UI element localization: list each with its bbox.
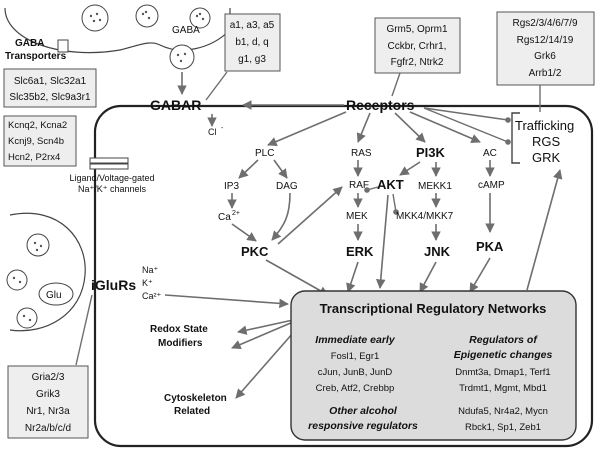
node-ac: AC xyxy=(483,148,497,159)
ion-channel-icon xyxy=(89,157,129,170)
grk-label: GRK xyxy=(532,150,561,165)
immediate-early-genes-2: cJun, JunB, JunD xyxy=(318,367,393,378)
trafficking-label: Trafficking xyxy=(515,118,574,133)
iglur-genes-2: Grik3 xyxy=(36,389,60,400)
channel-genes-1: Kcnq2, Kcna2 xyxy=(8,120,67,131)
node-ras: RAS xyxy=(351,148,372,159)
node-akt: AKT xyxy=(377,177,404,192)
node-mkk4-mkk7: MKK4/MKK7 xyxy=(396,211,454,222)
channel-genes-3: Hcn2, P2rx4 xyxy=(8,152,60,163)
node-jnk: JNK xyxy=(424,244,451,259)
other-regulators-title-1: Other alcohol xyxy=(329,405,398,417)
immediate-early-title: Immediate early xyxy=(315,334,396,346)
node-mekk1: MEKK1 xyxy=(418,181,452,192)
epigenetic-title-2: Epigenetic changes xyxy=(454,349,553,361)
cytoskeleton-label-2: Related xyxy=(174,406,210,417)
epigenetic-title-1: Regulators of xyxy=(469,334,538,346)
node-camp: cAMP xyxy=(478,180,505,191)
trn-box xyxy=(290,290,577,441)
other-regulators-genes-1: Ndufa5, Nr4a2, Mycn xyxy=(458,406,548,417)
node-raf: RAF xyxy=(349,180,369,191)
trafficking-genes-1: Rgs2/3/4/6/7/9 xyxy=(512,18,577,29)
gaba-transporters-title-1: GABA xyxy=(15,38,44,49)
other-regulators-title-2: responsive regulators xyxy=(308,420,418,432)
redox-label-1: Redox State xyxy=(150,324,208,335)
cl-ion-label: Cl xyxy=(208,127,217,137)
node-pi3k: PI3K xyxy=(416,145,446,160)
immediate-early-genes-3: Creb, Atf2, Crebbp xyxy=(316,383,395,394)
trn-title: Transcriptional Regulatory Networks xyxy=(320,301,547,316)
glutamate-presynaptic-terminal xyxy=(6,212,86,332)
gaba-transporter-genes-2: Slc35b2, Slc9a3r1 xyxy=(9,92,91,103)
receptor-gene-box xyxy=(374,17,461,74)
iglur-gene-box xyxy=(7,365,89,439)
node-erk: ERK xyxy=(346,244,374,259)
gabar-label: GABAR xyxy=(150,97,201,113)
rgs-label: RGS xyxy=(532,134,561,149)
node-ca-charge: 2+ xyxy=(232,210,240,217)
receptor-genes-3: Fgfr2, Ntrk2 xyxy=(391,57,444,68)
other-regulators-genes-2: Rbck1, Sp1, Zeb1 xyxy=(465,422,541,433)
iglur-label: iGluRs xyxy=(91,277,136,293)
trafficking-genes-3: Grk6 xyxy=(534,51,556,62)
postsynaptic-cell-membrane xyxy=(93,104,594,448)
node-ca: Ca xyxy=(218,212,231,223)
gabar-subunits-3: g1, g3 xyxy=(238,54,266,65)
channel-gene-box xyxy=(3,115,77,167)
epigenetic-genes-1: Dnmt3a, Dmap1, Terf1 xyxy=(455,367,550,378)
iglur-genes-4: Nr2a/b/c/d xyxy=(25,423,71,434)
gaba-transporter-gene-box xyxy=(3,68,97,108)
channel-genes-2: Kcnj9, Scn4b xyxy=(8,136,64,147)
gaba-presynaptic-terminal xyxy=(4,4,231,70)
node-pkc: PKC xyxy=(241,244,269,259)
redox-label-2: Modifiers xyxy=(158,338,203,349)
node-dag: DAG xyxy=(276,181,298,192)
ion-k: K⁺ xyxy=(142,278,153,288)
node-plc: PLC xyxy=(255,148,274,159)
gabar-subunits-2: b1, d, q xyxy=(235,37,268,48)
glu-label: Glu xyxy=(46,290,62,301)
node-pka: PKA xyxy=(476,239,504,254)
gaba-transporters-title-2: Transporters xyxy=(5,51,67,62)
trafficking-gene-box xyxy=(496,11,595,86)
receptors-label: Receptors xyxy=(346,97,415,113)
ion-na: Na⁺ xyxy=(142,265,159,275)
trafficking-genes-2: Rgs12/14/19 xyxy=(517,35,574,46)
trafficking-genes-4: Arrb1/2 xyxy=(529,68,562,79)
receptor-genes-1: Grm5, Oprm1 xyxy=(386,24,448,35)
gaba-transporter-genes-1: Slc6a1, Slc32a1 xyxy=(14,76,87,87)
channel-label-2: Na⁺/K⁺ channels xyxy=(78,184,147,194)
iglur-genes-1: Gria2/3 xyxy=(32,372,65,383)
gaba-label: GABA xyxy=(172,25,200,36)
cytoskeleton-label-1: Cytoskeleton xyxy=(164,393,227,404)
receptor-genes-2: Cckbr, Crhr1, xyxy=(388,41,447,52)
node-mek: MEK xyxy=(346,211,368,222)
immediate-early-genes-1: Fosl1, Egr1 xyxy=(331,351,380,362)
channel-label-1: Ligand/Voltage-gated xyxy=(69,173,154,183)
gabar-subunits-1: a1, a3, a5 xyxy=(230,20,275,31)
node-ip3: IP3 xyxy=(224,181,239,192)
ion-ca: Ca²⁺ xyxy=(142,291,162,301)
epigenetic-genes-2: Trdmt1, Mgmt, Mbd1 xyxy=(459,383,547,394)
cl-ion-charge: - xyxy=(221,125,224,132)
iglur-genes-3: Nr1, Nr3a xyxy=(26,406,70,417)
gabar-subunit-box xyxy=(224,13,281,72)
